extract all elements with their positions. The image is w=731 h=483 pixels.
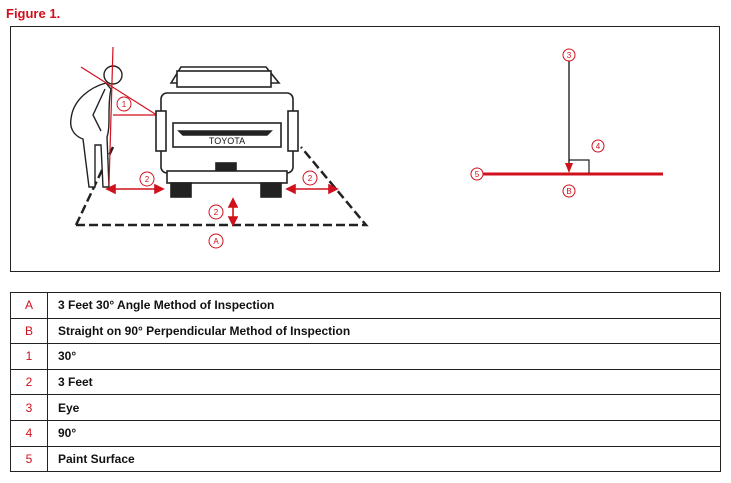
legend-description: 3 Feet [47,368,721,396]
sight-line-vertical [108,46,114,186]
legend-row: 4 90° [10,419,721,447]
svg-text:5: 5 [475,170,480,179]
callout-method-b: B [562,184,576,198]
legend-row: 1 30° [10,343,721,370]
svg-text:B: B [566,187,571,196]
legend-key: 4 [10,419,48,447]
svg-text:2: 2 [214,208,219,217]
legend-description: Eye [47,394,721,421]
callout-method-a: A [208,233,224,249]
callout-distance-left: 2 [139,171,155,187]
svg-text:A: A [213,237,219,246]
figure-illustration: TOYOTA 1 2 2 2 [10,26,720,272]
inspector-figure [69,65,123,188]
legend-key: 1 [10,343,48,370]
svg-text:2: 2 [308,174,313,183]
legend-key: B [10,317,48,345]
legend-row: 5 Paint Surface [10,445,721,473]
truck-rear [155,66,299,198]
legend-row: B Straight on 90° Perpendicular Method o… [10,317,721,345]
legend-description: 90° [47,419,721,447]
legend-key: 5 [10,445,48,473]
inspection-diagram: TOYOTA 1 2 2 2 [69,46,663,249]
legend-description: Straight on 90° Perpendicular Method of … [47,317,721,345]
legend-row: A 3 Feet 30° Angle Method of Inspection [10,292,721,319]
legend-key: A [10,292,48,319]
svg-text:2: 2 [145,175,150,184]
callout-eye: 3 [562,48,576,62]
callout-eye-angle: 1 [116,96,132,112]
callout-right-angle: 4 [591,139,605,153]
callout-paint-surface: 5 [470,167,484,181]
svg-text:4: 4 [596,142,601,151]
legend-description: 3 Feet 30° Angle Method of Inspection [47,292,721,319]
callout-distance-rear: 2 [208,204,224,220]
legend-key: 3 [10,394,48,421]
legend-row: 2 3 Feet [10,368,721,396]
callout-distance-right: 2 [302,170,318,186]
figure-title: Figure 1. [6,6,61,21]
sightline-arrowhead [565,163,573,173]
sight-line [80,66,164,120]
svg-text:3: 3 [567,51,572,60]
legend-key: 2 [10,368,48,396]
legend-description: 30° [47,343,721,370]
legend-row: 3 Eye [10,394,721,421]
legend-description: Paint Surface [47,445,721,473]
distance-arrows [105,183,339,227]
legend-table: A 3 Feet 30° Angle Method of Inspection … [10,292,721,473]
svg-text:1: 1 [122,100,127,109]
right-angle-marker [569,159,590,173]
truck-badge: TOYOTA [209,136,245,146]
